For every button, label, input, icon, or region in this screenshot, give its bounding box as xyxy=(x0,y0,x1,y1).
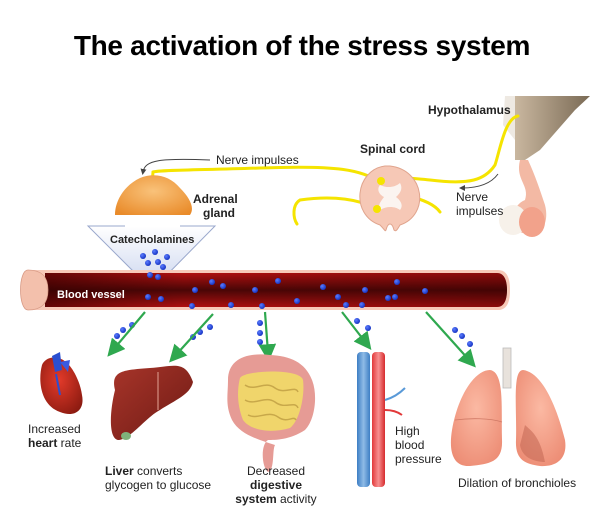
nerve-impulses-right-line1: Nerve xyxy=(456,190,489,204)
hypothalamus-label: Hypothalamus xyxy=(428,103,511,117)
molecule-dot xyxy=(189,303,195,309)
molecule-dot xyxy=(220,283,226,289)
heart-effect-label: Increased heart rate xyxy=(28,422,81,450)
catecholamine-funnel xyxy=(86,215,217,291)
adrenal-line2: gland xyxy=(203,206,235,220)
digestive-effect-pre: Decreased xyxy=(246,464,306,478)
molecule-dot xyxy=(145,260,151,266)
adrenal-gland-illustration xyxy=(115,175,192,215)
arrow-to-liver xyxy=(169,313,214,363)
nerve-impulse-arrow-top xyxy=(140,158,211,175)
molecule-dot xyxy=(140,253,146,259)
digestive-effect-label: Decreased digestive system activity xyxy=(224,464,328,506)
lungs-effect-label: Dilation of bronchioles xyxy=(458,476,577,490)
molecule-dot xyxy=(343,302,349,308)
molecule-dot xyxy=(147,272,153,278)
molecule-dot xyxy=(394,279,400,285)
diagram-title: The activation of the stress system xyxy=(73,30,531,61)
liver-effect-label: Liver converts glycogen to glucose xyxy=(105,464,211,492)
arrow-to-lungs xyxy=(425,311,476,368)
molecule-dot xyxy=(207,324,213,330)
molecule-dot xyxy=(158,296,164,302)
liver-illustration xyxy=(110,365,193,440)
adrenal-line1: Adrenal xyxy=(193,192,238,206)
molecule-dot xyxy=(209,279,215,285)
liver-effect-rest: converts xyxy=(133,464,183,478)
molecule-dot xyxy=(257,339,263,345)
liver-effect-bold: Liver xyxy=(105,464,134,478)
blood-vessels-illustration xyxy=(357,352,406,487)
molecule-dot xyxy=(145,294,151,300)
adrenal-gland-label: Adrenal gland xyxy=(193,192,238,220)
arrow-to-intestines xyxy=(258,311,277,362)
molecule-dot xyxy=(160,264,166,270)
digestive-effect-bold2: system xyxy=(235,492,277,506)
molecule-dot xyxy=(392,294,398,300)
molecule-dot xyxy=(422,288,428,294)
molecule-dot xyxy=(257,320,263,326)
molecule-dot xyxy=(252,287,258,293)
effect-arrows xyxy=(107,311,476,368)
heart-effect-line1: Increased xyxy=(28,422,81,436)
blood-pressure-effect-label: High blood pressure xyxy=(395,424,442,466)
molecule-dot xyxy=(114,333,120,339)
lungs-illustration xyxy=(450,347,566,467)
molecule-dot xyxy=(385,295,391,301)
hypothalamus-illustration xyxy=(499,96,590,237)
bp-effect-line3: pressure xyxy=(395,452,442,466)
spinal-cord-label: Spinal cord xyxy=(360,142,426,156)
arrow-to-heart xyxy=(107,311,146,357)
digestive-effect-rest: activity xyxy=(276,492,317,506)
molecule-dot xyxy=(359,302,365,308)
molecule-dot xyxy=(320,284,326,290)
molecule-dot xyxy=(294,298,300,304)
molecule-dot xyxy=(120,327,126,333)
molecule-dot xyxy=(164,254,170,260)
nerve-impulses-right-label: Nerve impulses xyxy=(456,190,503,218)
heart-effect-bold: heart xyxy=(28,436,58,450)
molecule-dot xyxy=(192,287,198,293)
molecule-dot xyxy=(259,303,265,309)
nerve-impulses-top-label: Nerve impulses xyxy=(216,153,299,167)
blood-vessel-label: Blood vessel xyxy=(57,289,125,301)
spinal-cord-illustration xyxy=(359,165,421,232)
bp-effect-line1: High xyxy=(395,424,420,438)
molecule-dot xyxy=(354,318,360,324)
digestive-effect-bold1: digestive xyxy=(249,478,303,492)
molecule-dot xyxy=(152,249,158,255)
intestines-illustration xyxy=(227,354,316,472)
molecule-dot xyxy=(228,302,234,308)
molecule-dot xyxy=(452,327,458,333)
heart-illustration xyxy=(40,352,83,415)
molecule-dot xyxy=(275,278,281,284)
nerve-impulses-right-line2: impulses xyxy=(456,204,504,218)
arrow-to-blood-vessels xyxy=(341,311,372,350)
heart-effect-rest: rate xyxy=(57,436,82,450)
molecule-dot xyxy=(365,325,371,331)
nerve-impulse-arrow-right xyxy=(459,173,499,191)
molecule-dot xyxy=(362,287,368,293)
molecule-dot xyxy=(459,333,465,339)
molecule-dot xyxy=(467,341,473,347)
molecule-dot xyxy=(155,274,161,280)
molecule-dot xyxy=(335,294,341,300)
liver-effect-line2: glycogen to glucose xyxy=(105,478,212,492)
catecholamines-label: Catecholamines xyxy=(110,234,195,246)
bp-effect-line2: blood xyxy=(395,438,425,452)
molecule-dot xyxy=(155,259,161,265)
molecule-dot xyxy=(257,330,263,336)
